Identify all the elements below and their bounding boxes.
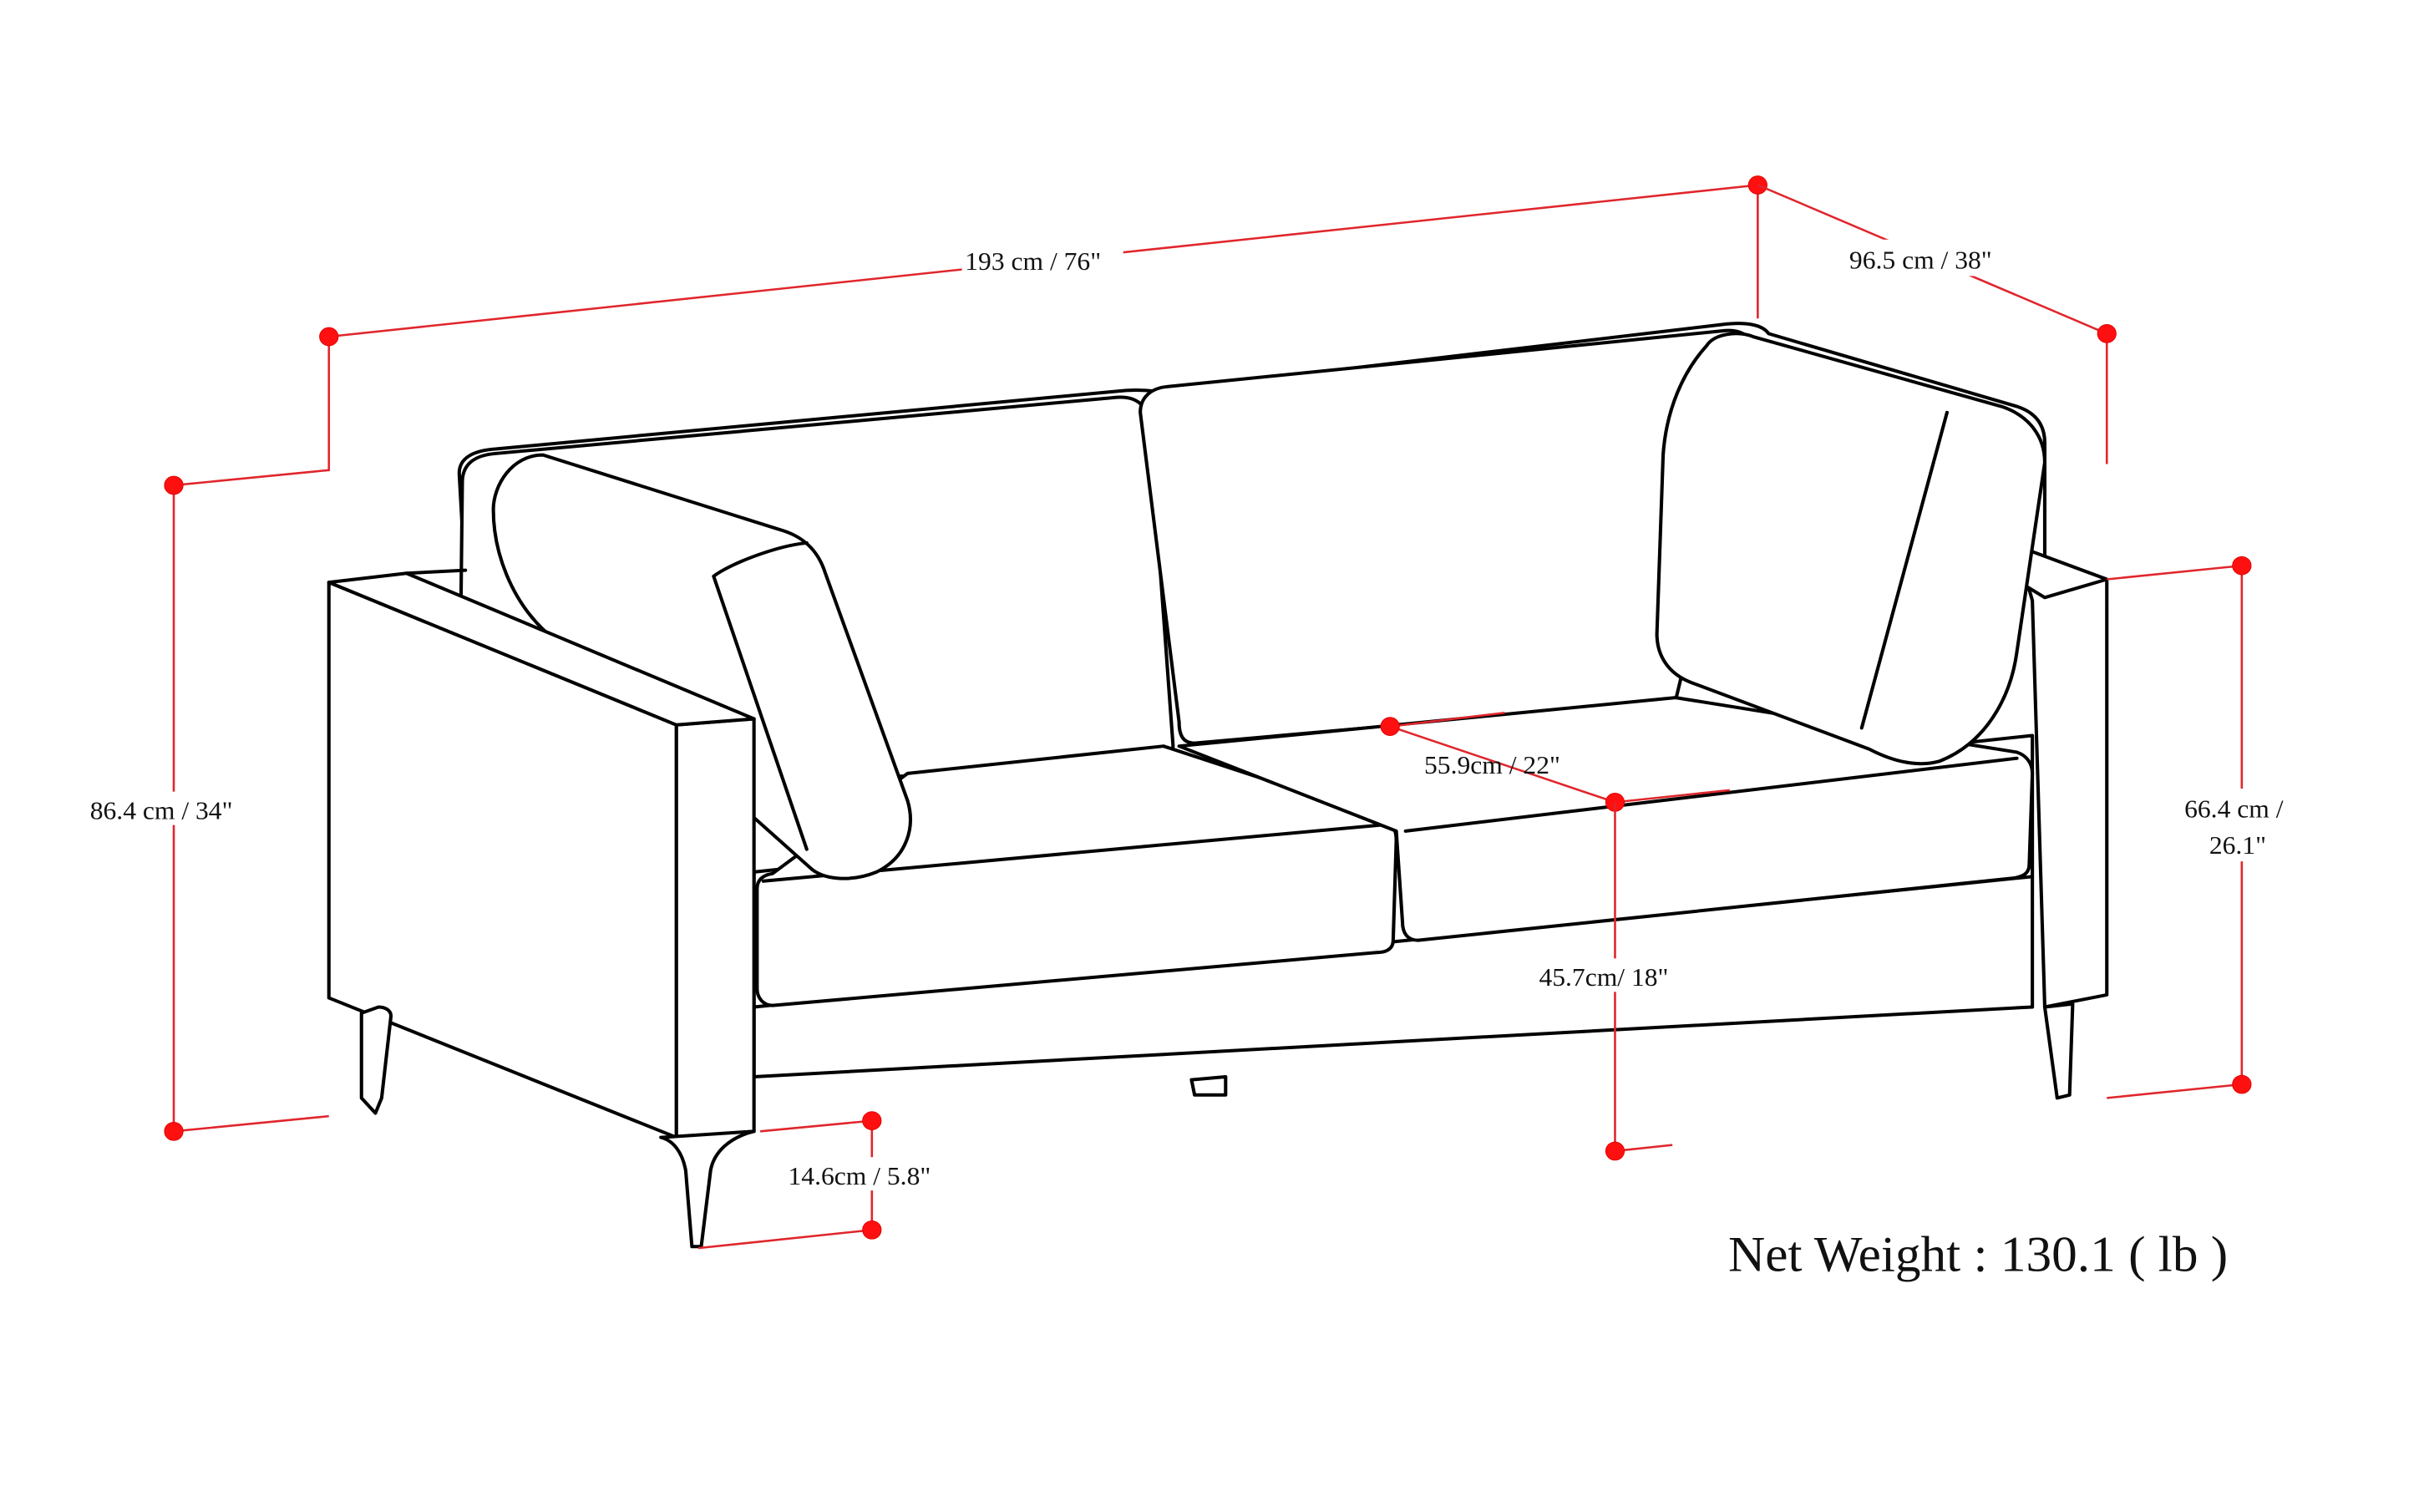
right-throw-pillow [1655,332,2046,766]
seat-depth-extension [1390,711,1505,728]
net-weight-label: Net Weight : 130.1 ( lb ) [1728,1227,2228,1282]
width-dot-left [319,327,339,347]
arm-height-dot-top [2232,556,2252,576]
leg-height-label: 14.6cm / 5.8" [789,1161,931,1190]
center-support-leg [1189,1074,1228,1097]
arm-height-label-line2: 26.1" [2209,830,2266,860]
depth-dot-right [2097,324,2117,343]
leg-height-dot-bottom [862,1220,882,1240]
height-dot-top [164,475,184,495]
right-seat-cushion [1177,696,2035,942]
left-arm-top [327,571,756,727]
front-left-leg [659,1129,756,1249]
dimension-lines [164,175,2252,1250]
seat-height-label: 45.7cm/ 18" [1539,962,1668,992]
left-arm-inner-top [404,568,468,576]
back-left-leg [359,1005,393,1115]
left-arm-front [674,717,756,1139]
seat-depth-dot-back [1380,717,1400,736]
arm-height-label-line1: 66.4 cm / [2184,794,2284,824]
left-throw-pillow [491,453,912,880]
seat-depth-label: 55.9cm / 22" [1424,750,1560,779]
overall-width-label: 193 cm / 76" [965,246,1101,276]
right-seat-cushion-top-edge [1403,756,2019,833]
overall-height-label: 86.4 cm / 34" [90,796,233,825]
seat-height-dot-bottom [1605,1141,1625,1161]
left-throw-pillow-side [712,540,809,851]
leg-height-dot-top [862,1111,882,1130]
right-throw-pillow-side [1859,410,1949,730]
sofa-illustration [327,322,2109,1249]
front-right-leg [2042,1002,2075,1100]
overall-depth-label: 96.5 cm / 38" [1849,246,1992,275]
dimension-labels: 193 cm / 76" 96.5 cm / 38" 86.4 cm / 34"… [87,239,2307,1282]
height-dot-bottom [164,1121,184,1141]
width-extension-left [173,337,331,487]
arm-height-dot-bottom [2232,1074,2252,1094]
